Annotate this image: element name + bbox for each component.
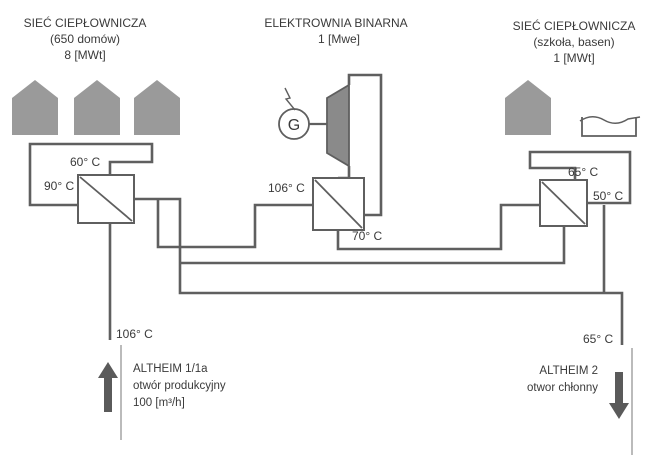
lightning-icon (284, 87, 296, 111)
left-network-subtitle: (650 domów) (50, 32, 120, 46)
right-network-subtitle: (szkoła, basen) (533, 35, 614, 49)
left-district-loop-pipe (28, 142, 154, 207)
turbine-icon (326, 83, 350, 168)
left-return-temp: 60° C (70, 155, 100, 169)
production-supply-pipe (108, 197, 624, 345)
generator-icon: G (278, 108, 310, 140)
right-district-loop-pipe (528, 150, 632, 205)
production-well-flow: 100 [m³/h] (133, 397, 185, 409)
upward-flow-arrow-icon (98, 362, 118, 412)
swimming-pool-icon (579, 116, 641, 137)
house-icon (12, 80, 58, 135)
downward-flow-arrow-icon (609, 372, 629, 419)
injection-well-type: otwor chłonny (527, 382, 598, 394)
right-network-power: 1 [MWt] (553, 51, 594, 65)
right-supply-temp: 65° C (568, 165, 598, 179)
plant-title: ELEKTROWNIA BINARNA (264, 16, 407, 30)
school-building-icon (505, 80, 551, 135)
right-return-pipe (180, 226, 566, 265)
plant-in-temp: 106° C (268, 181, 305, 195)
left-supply-temp: 90° C (44, 179, 74, 193)
production-well-name: ALTHEIM 1/1a (133, 363, 208, 375)
plant-power: 1 [Mwe] (318, 32, 360, 46)
production-well-type: otwór produkcyjny (133, 380, 226, 392)
plant-return-pipe (336, 203, 606, 293)
right-network-title: SIEĆ CIEPŁOWNICZA (513, 18, 636, 33)
left-network-title: SIEĆ CIEPŁOWNICZA (24, 15, 147, 30)
left-network-power: 8 [MWt] (64, 48, 105, 62)
plant-feed-pipe (156, 199, 313, 249)
production-well-temp: 106° C (116, 327, 153, 341)
plant-heat-exchanger (312, 177, 365, 231)
house-icon (134, 80, 180, 135)
generator-symbol: G (288, 117, 300, 134)
house-icon (74, 80, 120, 135)
injection-well-name: ALTHEIM 2 (539, 365, 598, 377)
left-heat-exchanger (77, 174, 135, 224)
injection-well-temp: 65° C (583, 332, 613, 346)
right-return-temp: 50° C (593, 189, 623, 203)
right-heat-exchanger (539, 179, 588, 227)
plant-out-temp: 70° C (352, 229, 382, 243)
